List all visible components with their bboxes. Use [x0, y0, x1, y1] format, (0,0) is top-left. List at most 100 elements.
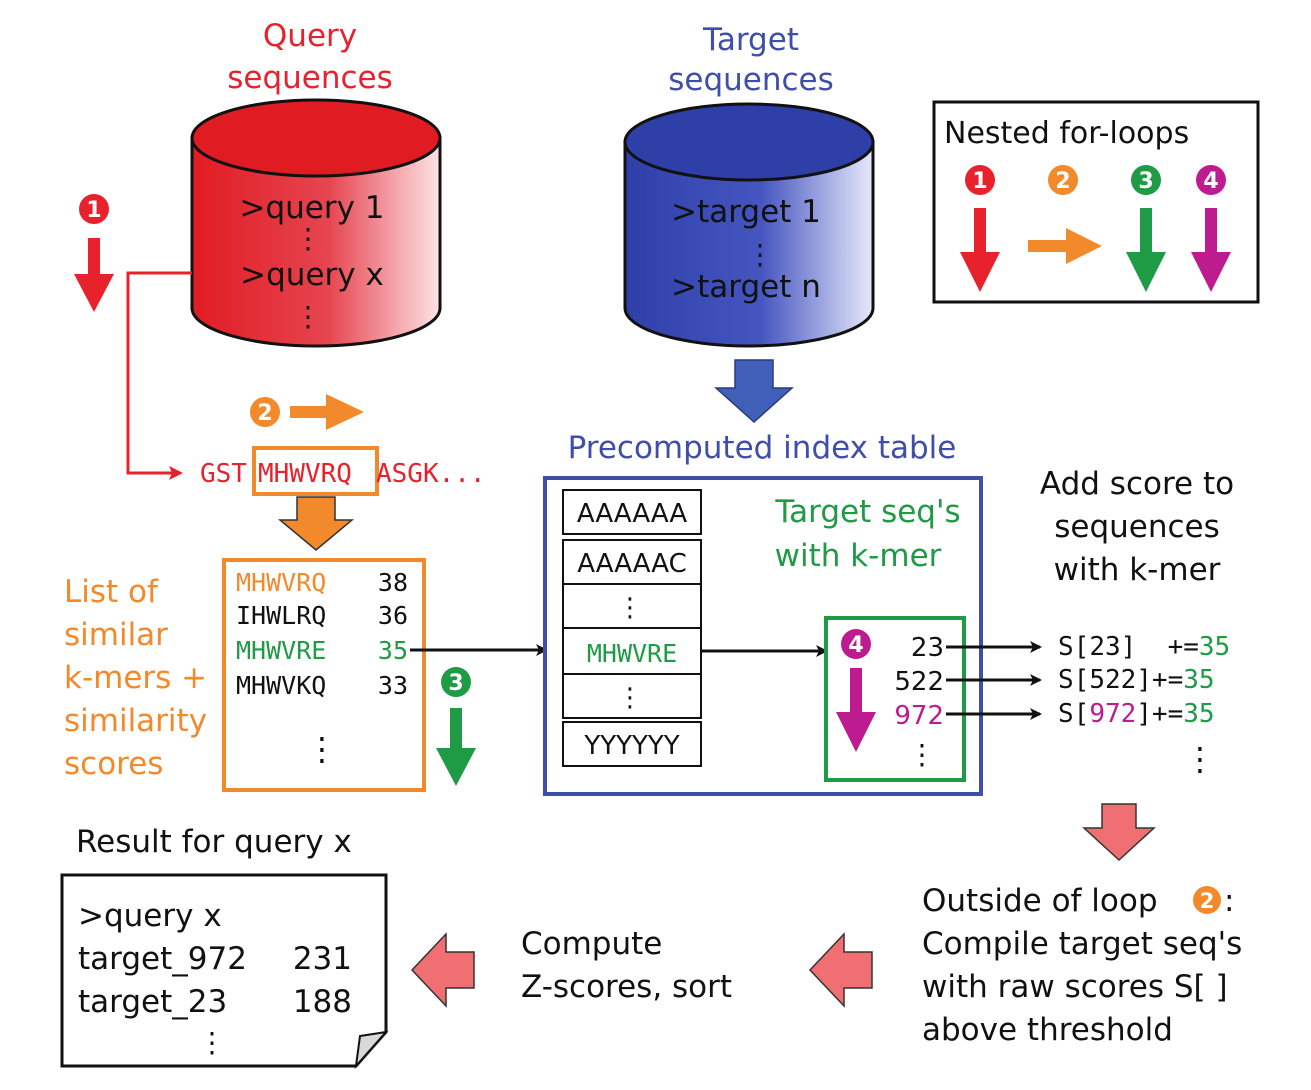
outside-loop-line-3: with raw scores S[ ] — [922, 969, 1228, 1005]
outside-loop-colon: : — [1224, 883, 1234, 919]
target-seqs-label-1: Target seq's — [774, 494, 960, 530]
score-update-1: S[23] +=35 — [1058, 632, 1230, 662]
result-title: Result for query x — [76, 824, 352, 860]
target-seqs-label-2: with k-mer — [775, 538, 942, 574]
target-ellipsis: ⋮ — [746, 238, 774, 271]
legend-loop-3-badge — [1131, 165, 1161, 195]
loop-2-arrow — [290, 394, 364, 430]
loop-4-number: 4 — [848, 633, 863, 658]
result-row-2-score: 188 — [293, 984, 352, 1020]
query-sequence-kmer: MHWVRQ — [258, 459, 352, 489]
index-table-column — [562, 489, 702, 767]
similar-kmer-4: MHWVKQ — [236, 671, 326, 700]
similar-kmers-label-5: scores — [64, 746, 163, 782]
query-db-title-line2: sequences — [227, 60, 393, 96]
query-database-icon — [190, 98, 442, 348]
compute-line-1: Compute — [521, 926, 662, 962]
similar-kmer-3-score: 35 — [378, 636, 408, 665]
target-entry-1: >target 1 — [671, 194, 821, 230]
loop-3-number: 3 — [448, 671, 463, 696]
query-entry-2: >query x — [240, 257, 384, 293]
index-row-2: AAAAAC — [577, 549, 687, 579]
legend-loop-2-badge — [1048, 165, 1078, 195]
compute-line-2: Z-scores, sort — [521, 969, 732, 1005]
similar-kmer-4-score: 33 — [378, 671, 408, 700]
similar-kmers-label-3: k-mers + — [64, 660, 207, 696]
index-table-title: Precomputed index table — [568, 430, 957, 466]
result-document-icon — [60, 873, 389, 1070]
target-entry-2: >target n — [671, 269, 821, 305]
loop-1-arrow — [74, 238, 114, 312]
similar-kmers-label-1: List of — [64, 574, 159, 610]
index-row-1: AAAAAA — [577, 499, 688, 529]
query-sequence-suffix: ASGK... — [376, 459, 486, 489]
loop-4-arrow — [836, 668, 876, 752]
outside-loop-line-4: above threshold — [922, 1012, 1173, 1048]
add-score-label-3: with k-mer — [1054, 552, 1221, 588]
similar-kmers-label-4: similarity — [64, 703, 207, 739]
target-id-2: 522 — [894, 667, 944, 697]
outside-loop-2-badge — [1193, 886, 1221, 914]
legend-title: Nested for-loops — [944, 116, 1189, 151]
pink-down-arrow — [1082, 803, 1156, 862]
target-ids-ellipsis: ⋮ — [908, 738, 936, 771]
query-ellipsis-2: ⋮ — [294, 300, 322, 333]
add-score-label-1: Add score to — [1040, 466, 1234, 502]
legend-loop-1-number: 1 — [972, 169, 987, 194]
index-row-3: MHWVRE — [587, 639, 677, 668]
result-row-1-score: 231 — [293, 941, 352, 977]
similar-kmer-1-score: 38 — [378, 568, 408, 597]
kmer-window-box — [252, 446, 379, 496]
score-update-3: S[972]+=35 — [1058, 699, 1215, 729]
index-row-4: YYYYYY — [583, 731, 679, 761]
query-db-title-line1: Query — [263, 18, 357, 54]
score-update-2: S[522]+=35 — [1058, 665, 1215, 695]
result-header: >query x — [78, 898, 222, 934]
pink-left-arrow-1 — [808, 932, 873, 1008]
similar-kmers-ellipsis: ⋮ — [306, 730, 338, 768]
loop-1-number: 1 — [86, 198, 101, 223]
similar-kmer-2-score: 36 — [378, 601, 408, 630]
similar-kmers-box — [222, 558, 426, 792]
legend-loop-1-badge — [965, 165, 995, 195]
similar-kmer-1: MHWVRQ — [236, 568, 326, 597]
similar-kmers-label-2: similar — [64, 617, 168, 653]
pink-left-arrow-2 — [410, 932, 475, 1008]
loop-3-arrow — [436, 708, 476, 786]
similar-kmer-3: MHWVRE — [236, 636, 326, 665]
loop-2-badge — [250, 397, 280, 427]
legend-loop-3-number: 3 — [1138, 169, 1153, 194]
query-sequence-prefix: GST — [200, 459, 247, 489]
loop-3-badge — [441, 667, 471, 697]
add-score-label-2: sequences — [1054, 509, 1220, 545]
legend-loop-3-arrow — [1126, 208, 1166, 292]
target-db-title-line2: sequences — [668, 62, 834, 98]
index-row-ellipsis-2: ⋮ — [617, 683, 643, 713]
similar-kmer-2: IHWLRQ — [236, 601, 326, 630]
target-db-title-line1: Target — [702, 22, 799, 58]
outside-loop-line-2: Compile target seq's — [922, 926, 1242, 962]
blue-down-arrow — [714, 359, 794, 424]
legend-loop-2-arrow — [1028, 228, 1102, 264]
result-row-1-name: target_972 — [78, 941, 247, 977]
score-updates-ellipsis: ⋮ — [1184, 740, 1216, 778]
result-row-2-name: target_23 — [78, 984, 227, 1020]
legend-loop-4-number: 4 — [1203, 169, 1218, 194]
target-id-3: 972 — [894, 701, 944, 731]
legend-loop-1-arrow — [960, 208, 1000, 292]
legend-loop-4-arrow — [1191, 208, 1231, 292]
legend-loop-2-number: 2 — [1055, 169, 1070, 194]
loop-1-badge — [79, 194, 109, 224]
index-row-ellipsis-1: ⋮ — [617, 593, 643, 623]
target-database-icon — [623, 102, 875, 348]
legend-loop-4-badge — [1196, 165, 1226, 195]
orange-down-arrow — [277, 496, 355, 551]
query-entry-1: >query 1 — [239, 190, 384, 226]
result-ellipsis: ⋮ — [198, 1026, 226, 1059]
loop-4-badge — [841, 629, 871, 659]
query-connector — [126, 271, 192, 480]
loop-2-number: 2 — [257, 401, 272, 426]
outside-loop-line-1: Outside of loop — [922, 883, 1158, 919]
target-id-1: 23 — [911, 633, 944, 663]
